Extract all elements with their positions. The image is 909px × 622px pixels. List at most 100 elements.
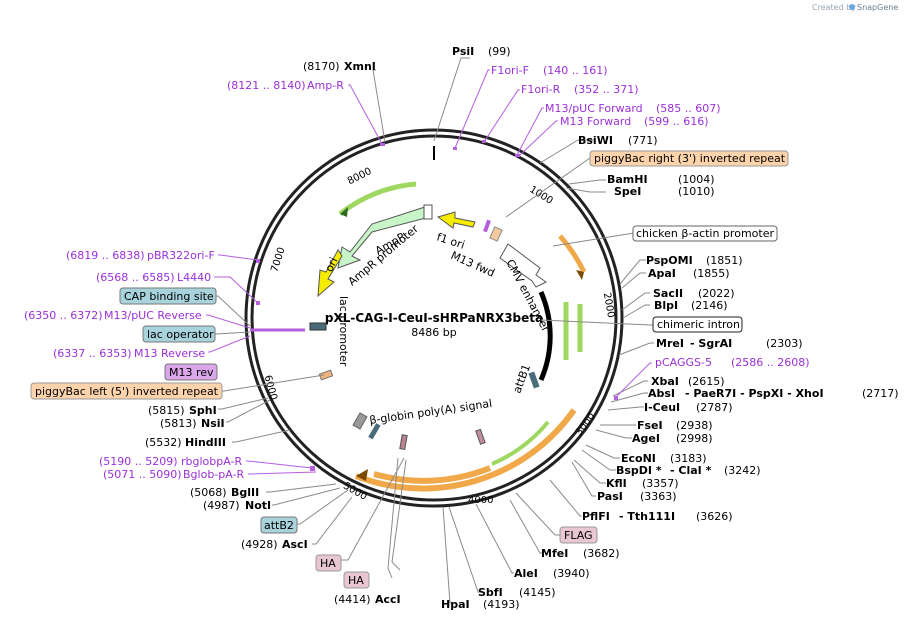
site-blpi-pos: (2146) xyxy=(691,299,728,312)
leader-hpai xyxy=(442,506,455,604)
leader-alei xyxy=(475,503,514,574)
credit-text: Created by xyxy=(812,3,856,12)
site-hpai: HpaI xyxy=(441,598,470,611)
site-agei: AgeI xyxy=(632,432,660,445)
ha-box-2 xyxy=(343,571,370,589)
piggybac-right-box xyxy=(589,150,789,167)
leader-f1ori-f xyxy=(454,69,490,149)
leader-m13puc-f xyxy=(516,107,544,156)
ha-box-1 xyxy=(315,554,342,572)
piggybac-left-marker xyxy=(318,369,334,381)
primer-ampr: Amp-R xyxy=(307,79,344,92)
site-spei: SpeI xyxy=(614,185,641,198)
site-fsei-pos: (2938) xyxy=(676,419,713,432)
leader-bglii xyxy=(266,483,337,493)
attb2-box xyxy=(260,516,298,534)
leader-l4440 xyxy=(214,276,258,303)
leader-xbai xyxy=(612,380,648,397)
site-acci: AccI xyxy=(375,593,401,606)
tick-7000: 7000 xyxy=(269,246,287,274)
flag-box xyxy=(559,526,598,544)
backbone-inner xyxy=(250,134,618,502)
primer-rbglob: rbglobpA-R xyxy=(181,455,242,468)
leader-blpi xyxy=(622,304,650,319)
site-absi-pos: (2717) xyxy=(862,387,899,400)
site-spei-pos: (1010) xyxy=(678,185,715,198)
primer-m13rev-range: (6337 .. 6353) xyxy=(53,347,132,360)
primer-m13puc-f-range: (585 .. 607) xyxy=(656,102,721,115)
attb1-label: attB1 xyxy=(511,362,533,395)
flag-marker xyxy=(475,428,486,445)
primer-f1ori-r: F1ori-R xyxy=(521,83,561,96)
chicken-actin-label: chicken β-actin promoter xyxy=(636,227,774,240)
primer-m13-f-range: (599 .. 616) xyxy=(644,115,709,128)
green-orf-top-head xyxy=(340,207,348,217)
site-bglii: BglII xyxy=(231,486,259,499)
leader-bsiwi xyxy=(539,139,594,164)
m13rev-label: M13 rev xyxy=(169,366,214,379)
leader-econi xyxy=(585,444,620,459)
bglobin-label: β-globin poly(A) signal xyxy=(369,397,493,427)
leader-sphi xyxy=(218,397,269,410)
primer-pbr322: pBR322ori-F xyxy=(147,249,215,262)
ha-label-1: HA xyxy=(320,557,336,570)
leader-sacii xyxy=(621,292,650,311)
site-apai-pos: (1855) xyxy=(693,267,730,280)
site-kfli: KflI xyxy=(606,477,627,490)
leader-flag xyxy=(515,492,560,536)
site-bamhi-pos: (1004) xyxy=(678,173,715,186)
chimeric-intron-box xyxy=(652,316,743,333)
site-nsii: NsiI xyxy=(201,417,225,430)
tick-3000: 3000 xyxy=(574,411,598,438)
primer-m13rev: M13 Reverse xyxy=(134,347,205,360)
leader-mrei xyxy=(618,342,654,356)
leader-pflfi xyxy=(549,479,582,517)
leader-spei xyxy=(565,187,606,193)
plasmid-length: 8486 bp xyxy=(411,326,456,339)
leader-chimeric xyxy=(540,319,654,326)
primer-m13puc-r: M13/pUC Reverse xyxy=(104,309,202,322)
site-mfei: MfeI xyxy=(541,547,568,560)
site-fsei: FseI xyxy=(637,419,663,432)
primer-f1ori-f: F1ori-F xyxy=(491,64,529,77)
leader-mfei xyxy=(509,499,542,554)
primer-m13puc-f: M13/pUC Forward xyxy=(545,102,643,115)
site-bglii-pos: (5068) xyxy=(190,486,227,499)
leader-pbr322 xyxy=(218,254,259,261)
leader-apai xyxy=(621,272,646,289)
primer-bglob: Bglob-pA-R xyxy=(183,468,245,481)
ori-label: ori xyxy=(323,255,341,273)
tick-8000: 8000 xyxy=(346,166,374,187)
orange-orf-bottom-head xyxy=(356,469,368,481)
f1-ori-label: f1 ori xyxy=(435,230,466,251)
site-noti-pos: (4987) xyxy=(203,499,240,512)
site-hindiii: HindIII xyxy=(185,436,226,449)
backbone-outer xyxy=(244,128,624,508)
leader-kfli xyxy=(573,459,606,484)
site-mrei-extra: - SgrAI xyxy=(690,337,732,350)
cap-binding-box xyxy=(119,287,217,305)
piggybac-left-label: piggyBac left (5') inverted repeat xyxy=(35,385,219,398)
flag-label: FLAG xyxy=(564,529,593,542)
leader-attb2 xyxy=(296,489,349,525)
site-xmni-pos: (8170) xyxy=(303,60,340,73)
leader-iceui xyxy=(607,406,644,411)
site-asci: AscI xyxy=(282,538,308,551)
site-pflfi-extra: - Tth111I xyxy=(619,510,675,523)
leader-noti xyxy=(272,487,341,506)
m13-fwd-label: M13 fwd xyxy=(449,249,497,280)
primer-rbglob-range: (5190 .. 5209) xyxy=(99,455,178,468)
site-agei-pos: (2998) xyxy=(676,432,713,445)
primer-mark-pcaggs xyxy=(614,396,618,400)
cap-binding-label: CAP binding site xyxy=(124,290,214,303)
leader-m13rev xyxy=(208,335,251,353)
leader-ha2 xyxy=(391,459,407,571)
site-noti: NotI xyxy=(245,499,271,512)
leader-pcaggs xyxy=(615,362,652,398)
primer-m13puc-r-range: (6350 .. 6372) xyxy=(24,309,103,322)
leader-bglob xyxy=(248,471,317,475)
site-xbai-pos: (2615) xyxy=(688,375,725,388)
chicken-actin-arc xyxy=(558,234,587,274)
leader-ampr-primer xyxy=(348,84,383,145)
leader-asci xyxy=(312,496,353,545)
